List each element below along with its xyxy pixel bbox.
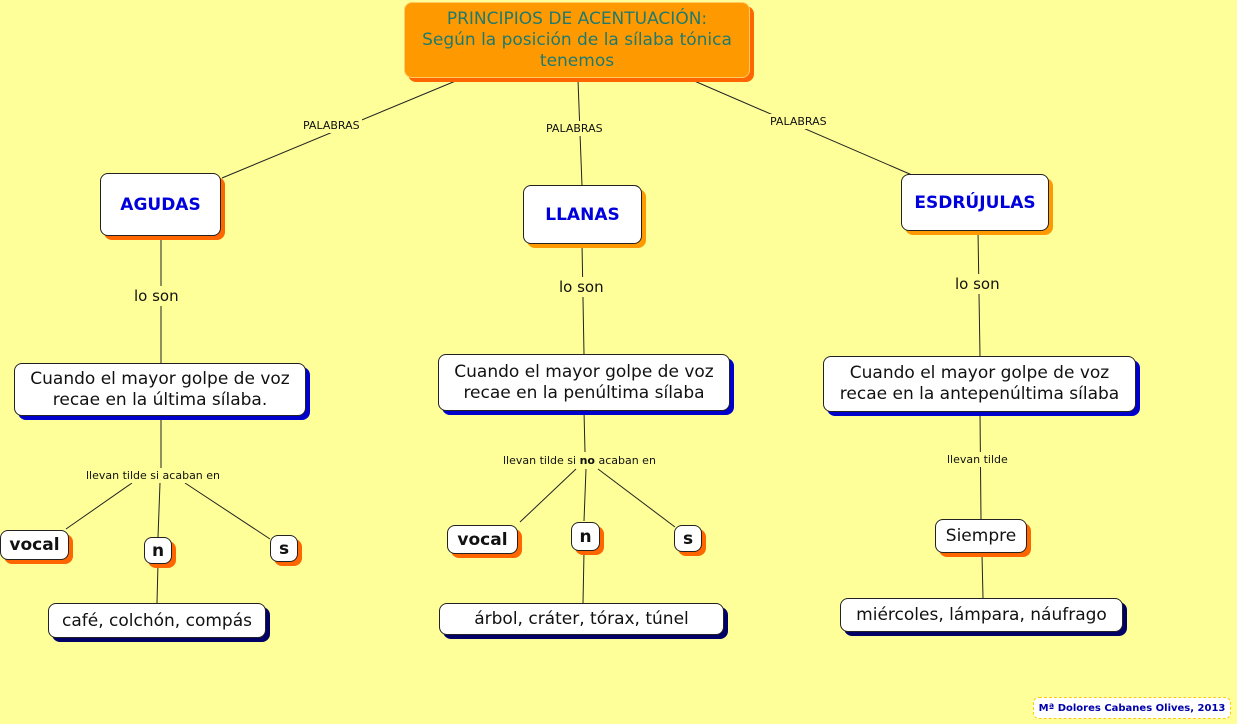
category-label: ESDRÚJULAS [914, 192, 1036, 213]
link-esdrujulas-always-example [981, 554, 984, 599]
rule-negation: no [579, 454, 595, 467]
link-agudas-n [157, 482, 161, 538]
ending-node-s[interactable]: s [674, 525, 702, 552]
description-line: recae en la penúltima sílaba [463, 382, 705, 403]
ending-node-vocal[interactable]: vocal [447, 525, 518, 554]
credit-text: Mª Dolores Cabanes Olives, 2013 [1038, 702, 1226, 714]
link-label-lo-son-agudas: lo son [132, 286, 181, 306]
example-node-llanas[interactable]: árbol, cráter, tórax, túnel [439, 603, 724, 635]
link-agudas-n-example [156, 562, 159, 604]
category-node-esdrujulas[interactable]: ESDRÚJULAS [901, 174, 1049, 231]
ending-label: s [682, 528, 694, 549]
rule-label-esdrujulas: llevan tilde [945, 452, 1010, 467]
link-llanas-desc [581, 243, 585, 355]
root-node[interactable]: PRINCIPIOS DE ACENTUACIÓN: Según la posi… [404, 2, 750, 78]
description-node-agudas[interactable]: Cuando el mayor golpe de voz recae en la… [14, 363, 306, 416]
category-label: LLANAS [545, 204, 620, 225]
link-label-lo-son-llanas: lo son [557, 277, 606, 297]
example-node-esdrujulas[interactable]: miércoles, lámpara, náufrago [840, 598, 1123, 632]
ending-label: vocal [9, 535, 60, 555]
ending-label: s [278, 538, 290, 559]
example-label: café, colchón, compás [62, 610, 252, 631]
ending-label: n [151, 540, 165, 561]
example-label: árbol, cráter, tórax, túnel [474, 609, 689, 629]
link-label-lo-son-esdrujulas: lo son [953, 274, 1002, 294]
ending-node-n[interactable]: n [571, 522, 600, 551]
link-agudas-vocal [65, 482, 133, 530]
always-label: Siempre [945, 526, 1017, 546]
rule-suffix: acaban en [594, 454, 656, 467]
root-title: PRINCIPIOS DE ACENTUACIÓN: [446, 8, 708, 29]
example-label: miércoles, lámpara, náufrago [856, 605, 1107, 625]
description-line: Cuando el mayor golpe de voz [454, 361, 714, 382]
link-label-palabras-agudas: PALABRAS [301, 118, 362, 133]
link-llanas-s [597, 468, 676, 528]
link-label-palabras-esdrujulas: PALABRAS [768, 114, 829, 129]
ending-node-s[interactable]: s [270, 535, 298, 562]
link-label-palabras-llanas: PALABRAS [544, 121, 605, 136]
rule-label-agudas: llevan tilde si acaban en [84, 468, 223, 483]
always-node[interactable]: Siempre [935, 519, 1027, 553]
description-line: Cuando el mayor golpe de voz [30, 368, 290, 389]
rule-label-llanas: llevan tilde si no acaban en [501, 453, 658, 468]
link-llanas-n [583, 468, 587, 522]
example-node-agudas[interactable]: café, colchón, compás [48, 603, 266, 638]
description-node-esdrujulas[interactable]: Cuando el mayor golpe de voz recae en la… [823, 356, 1136, 412]
root-subtitle: Según la posición de la sílaba tónica [422, 29, 732, 50]
description-line: Cuando el mayor golpe de voz [849, 363, 1110, 383]
ending-label: n [579, 526, 592, 547]
rule-prefix: llevan tilde si [503, 454, 580, 467]
category-node-llanas[interactable]: LLANAS [523, 185, 642, 244]
link-agudas-s [184, 482, 271, 540]
description-line: recae en la última sílaba. [52, 389, 268, 410]
category-node-agudas[interactable]: AGUDAS [100, 173, 221, 236]
credit-badge: Mª Dolores Cabanes Olives, 2013 [1033, 697, 1231, 719]
link-llanas-n-example [582, 551, 585, 604]
description-node-llanas[interactable]: Cuando el mayor golpe de voz recae en la… [438, 354, 730, 411]
root-subtitle-end: tenemos [539, 50, 615, 71]
ending-node-n[interactable]: n [144, 537, 172, 564]
ending-label: vocal [457, 529, 508, 550]
link-llanas-desc-rule [583, 410, 586, 453]
link-llanas-vocal [519, 468, 577, 523]
category-label: AGUDAS [120, 194, 201, 215]
description-line: recae en la antepenúltima sílaba [839, 384, 1120, 404]
ending-node-vocal[interactable]: vocal [0, 530, 69, 560]
